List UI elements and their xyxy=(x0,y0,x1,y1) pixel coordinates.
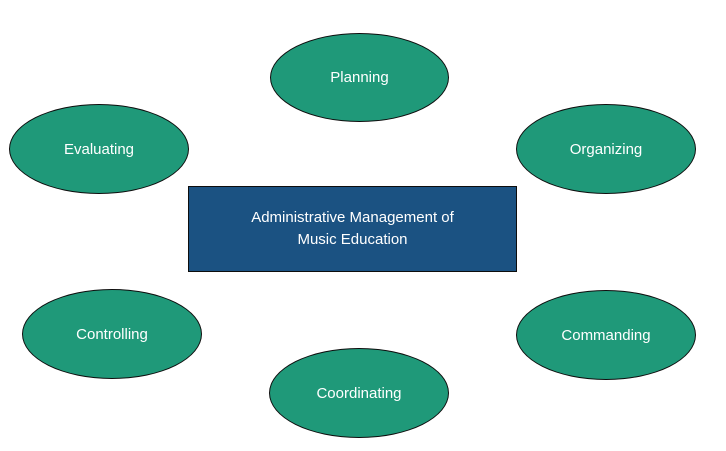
node-controlling: Controlling xyxy=(22,289,202,379)
node-evaluating-label: Evaluating xyxy=(63,140,135,158)
center-box: Administrative Management of Music Educa… xyxy=(188,186,517,272)
node-planning: Planning xyxy=(270,33,449,122)
center-title: Administrative Management of Music Educa… xyxy=(251,207,454,251)
node-organizing-label: Organizing xyxy=(569,140,643,158)
node-organizing: Organizing xyxy=(516,104,696,194)
center-title-line-1: Administrative Management of xyxy=(251,209,454,226)
node-controlling-label: Controlling xyxy=(76,325,148,343)
node-evaluating: Evaluating xyxy=(9,104,189,194)
node-planning-label: Planning xyxy=(330,69,389,86)
node-commanding: Commanding xyxy=(516,290,696,380)
node-coordinating: Coordinating xyxy=(269,348,449,438)
node-coordinating-label: Coordinating xyxy=(316,384,402,402)
center-title-line-2: Music Education xyxy=(297,231,408,248)
node-commanding-label: Commanding xyxy=(561,326,651,344)
